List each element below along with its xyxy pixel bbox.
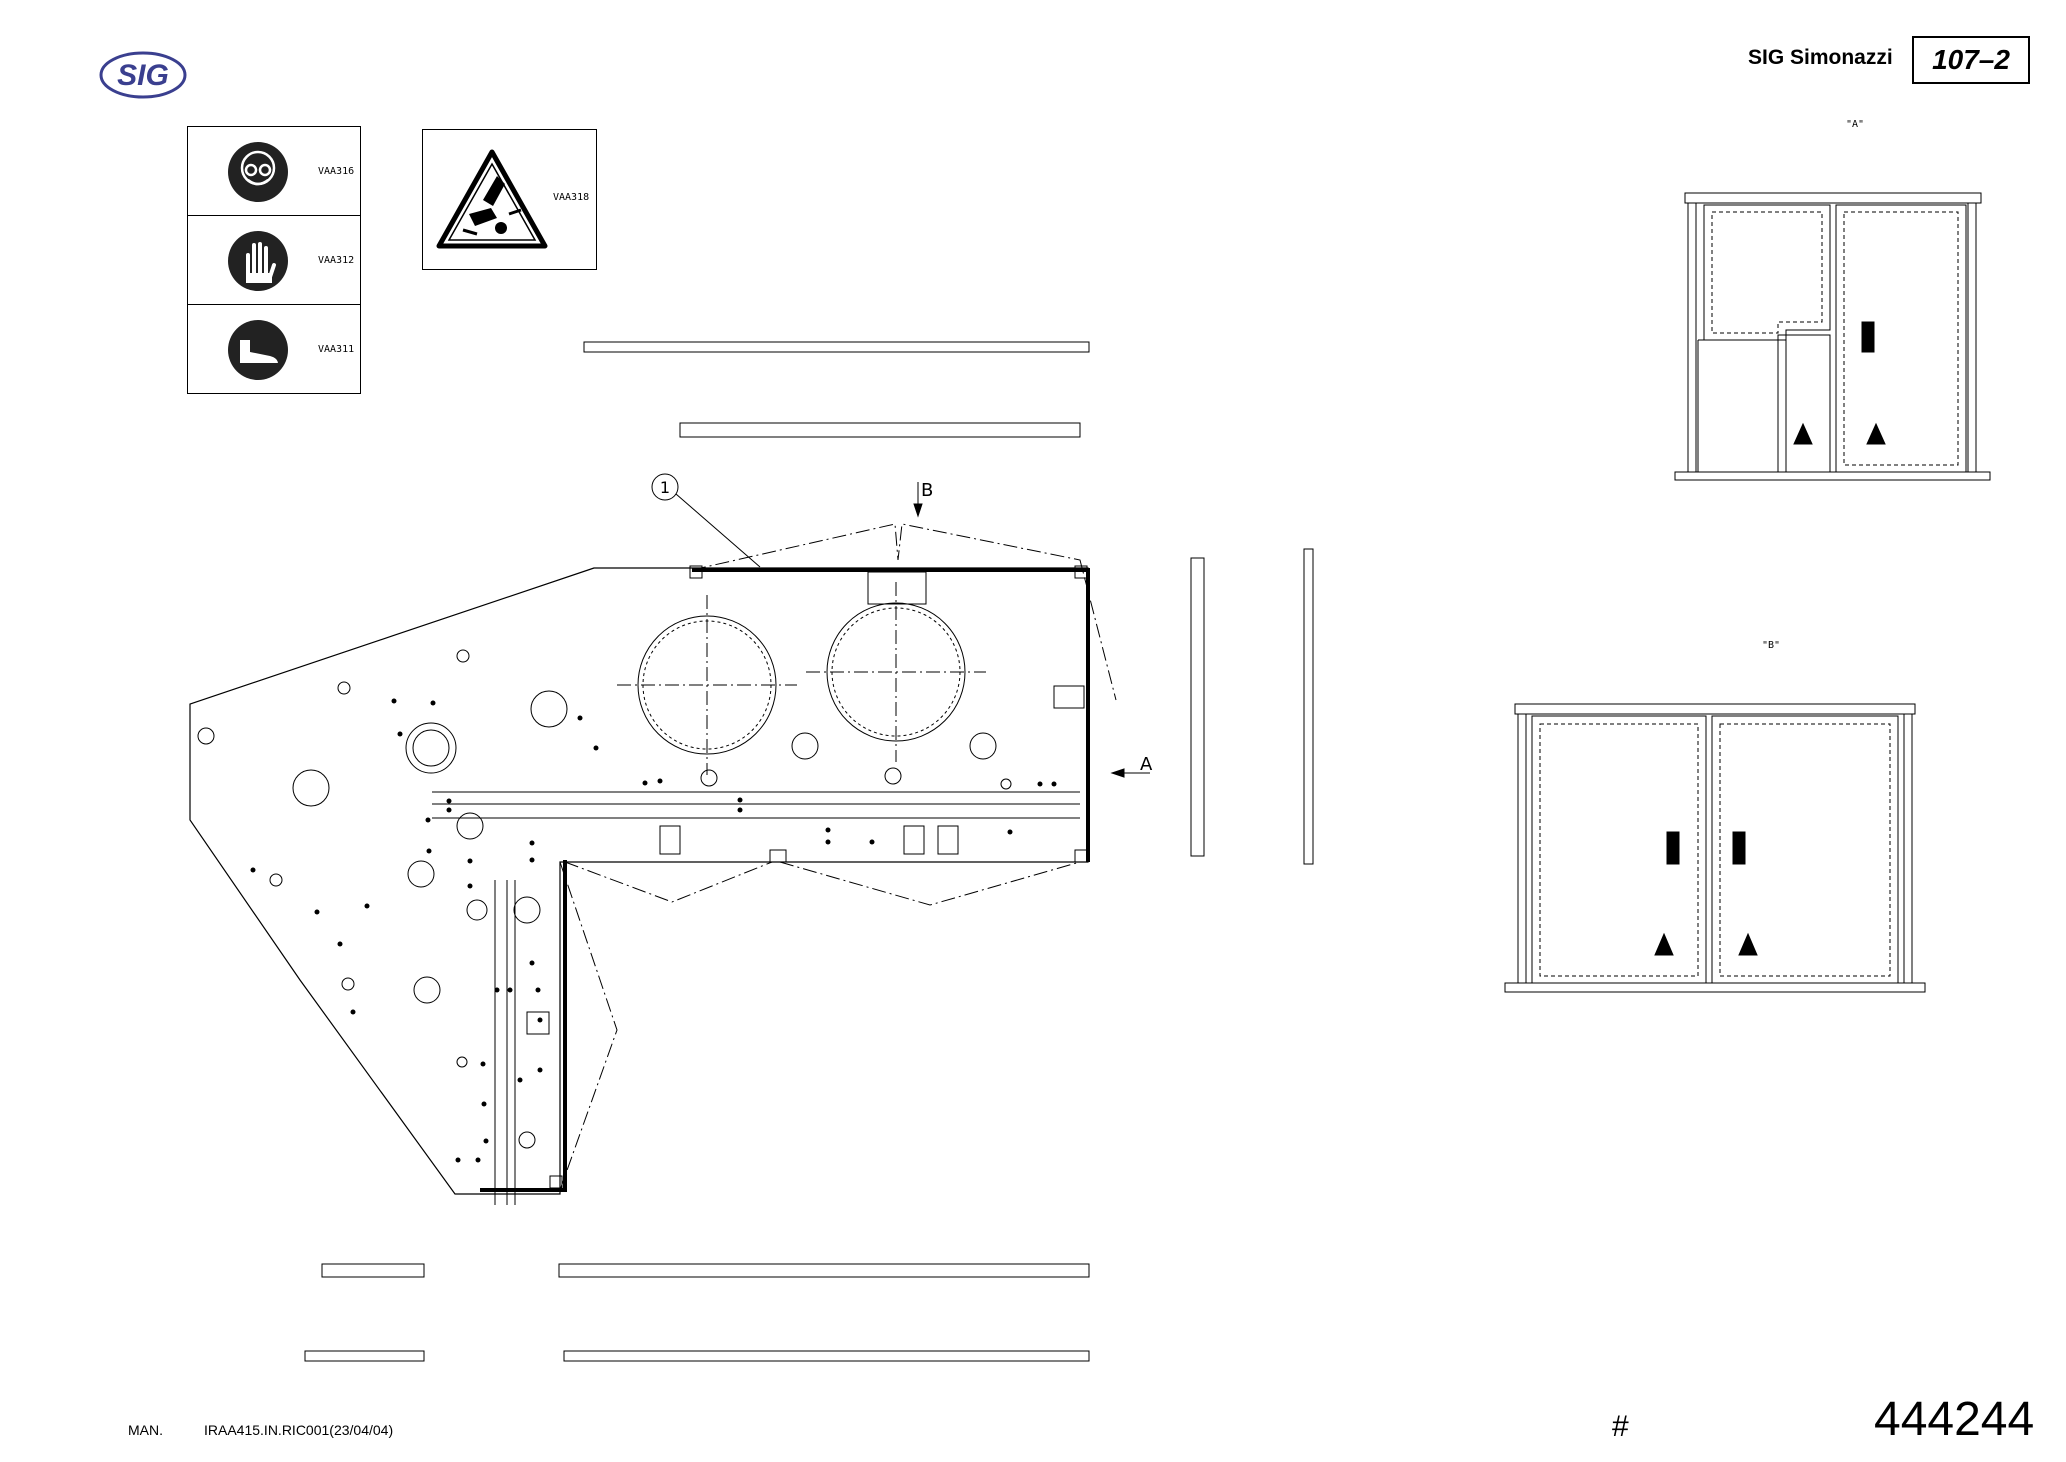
centerlines: [617, 582, 986, 775]
arrow-b-head: [913, 503, 923, 518]
part-strip: [563, 1350, 1090, 1362]
safety-shoes-icon: [228, 320, 288, 380]
hole: [269, 873, 283, 887]
hole: [700, 769, 718, 787]
hole: [456, 812, 484, 840]
bore-circle: [637, 615, 777, 755]
ppe-row-gloves: VAA312: [188, 216, 360, 305]
part-strip: [1303, 548, 1314, 865]
part-strip: [558, 1263, 1090, 1278]
document-number: 444244: [1874, 1393, 2035, 1446]
view-b-label: "B": [1762, 640, 1780, 651]
hole: [466, 899, 488, 921]
view-a-label: "A": [1846, 119, 1864, 130]
callout-bubble: [651, 473, 679, 501]
hole: [413, 976, 441, 1004]
part-strip: [1190, 557, 1205, 857]
part-strip: [304, 1350, 425, 1362]
hole: [292, 769, 330, 807]
door-swing-outline: [559, 523, 1117, 1191]
ppe-symbol-table: VAA316 VAA312 VAA311: [187, 126, 361, 394]
part-strip: [679, 422, 1081, 438]
sig-logo: SIG: [99, 51, 187, 99]
arrow-a-label: A: [1140, 754, 1153, 775]
footer-hash: #: [1612, 1410, 1629, 1443]
ppe-row-shoes: VAA311: [188, 305, 360, 394]
hole: [341, 977, 355, 991]
ppe-row-goggles: VAA316: [188, 127, 360, 216]
hand-crush-warning-icon: [436, 149, 548, 249]
hole: [405, 722, 457, 774]
part-strip: [321, 1263, 425, 1278]
hole: [197, 727, 215, 745]
bore-circle: [826, 602, 966, 742]
warning-code: VAA318: [553, 192, 590, 203]
hole: [530, 690, 568, 728]
view-b-guard: [1504, 703, 1926, 993]
view-a-guard: [1674, 192, 1991, 481]
ppe-code: VAA316: [318, 166, 355, 177]
arrow-a-head: [1110, 768, 1125, 778]
hole: [1000, 778, 1012, 790]
fastener-dots: [250, 698, 1057, 1163]
page-number-box: 107–2: [1912, 36, 2030, 84]
rail-lines: [432, 791, 1080, 819]
hole: [791, 732, 819, 760]
hole: [518, 1131, 536, 1149]
vertical-rail: [494, 880, 516, 1205]
footer-reference: IRAA415.IN.RIC001(23/04/04): [204, 1422, 394, 1438]
hole: [513, 896, 541, 924]
crush-warning-sign: VAA318: [422, 129, 597, 270]
ppe-code: VAA312: [318, 255, 355, 266]
logo-text: SIG: [117, 59, 169, 92]
guard-frame: [480, 568, 1090, 1192]
callout-leader: [675, 493, 761, 568]
hole: [456, 649, 470, 663]
protective-gloves-icon: [228, 231, 288, 291]
hole: [412, 729, 450, 767]
arrow-b-label: B: [921, 480, 933, 501]
safety-goggles-icon: [228, 142, 288, 202]
hole: [456, 1056, 468, 1068]
hole: [969, 732, 997, 760]
footer-man-label: MAN.: [128, 1422, 163, 1438]
main-panel-outline: [189, 567, 1089, 1195]
hole: [337, 681, 351, 695]
company-name: SIG Simonazzi: [1748, 46, 1893, 69]
part-strip: [583, 341, 1090, 353]
ppe-code: VAA311: [318, 344, 355, 355]
hole: [407, 860, 435, 888]
hole: [884, 767, 902, 785]
callout-number: 1: [660, 478, 670, 497]
hinge-brackets: [526, 565, 1088, 1189]
